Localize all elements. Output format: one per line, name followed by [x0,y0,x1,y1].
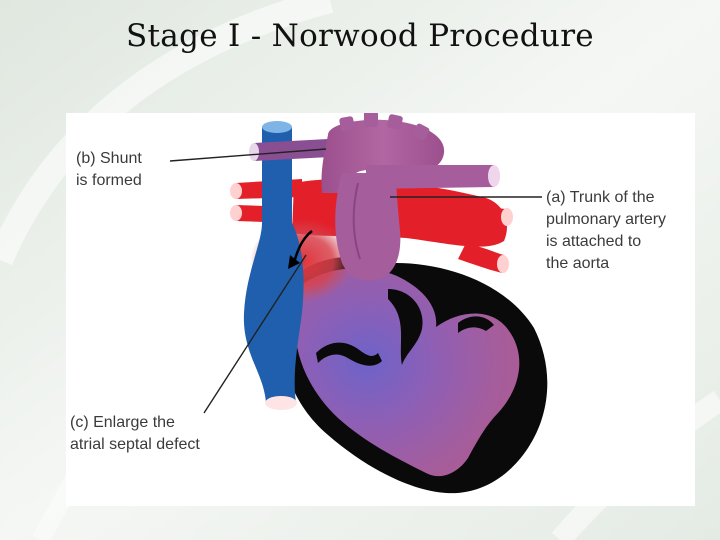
callout-trunk-line-1: (a) Trunk of the [546,189,655,206]
leader-line-shunt [169,148,327,162]
callout-trunk-line-3: is attached to [546,233,642,250]
callout-trunk: (a) Trunk of the pulmonary artery is att… [546,187,666,275]
callout-shunt-line-1: (b) Shunt [76,150,142,167]
heart-diagram: (b) Shunt is formed (a) Trunk of the pul… [66,113,695,506]
callout-asd-line-2: atrial septal defect [70,436,200,453]
heart-illustration [169,113,548,494]
callout-trunk-line-2: pulmonary artery [546,211,667,228]
septum [316,342,382,366]
blalock-taussig-shunt [249,139,330,161]
leader-line-asd [203,254,307,414]
neo-aorta [321,113,500,281]
slide-title: Stage I - Norwood Procedure [126,18,594,54]
callout-asd-line-1: (c) Enlarge the [70,414,175,431]
callout-trunk-line-4: the aorta [546,255,610,272]
callout-asd: (c) Enlarge the atrial septal defect [70,412,200,456]
pulmonary-branches-right [458,205,513,273]
vena-cava [243,121,304,410]
callout-shunt: (b) Shunt is formed [76,148,142,192]
callout-shunt-line-2: is formed [76,172,142,189]
